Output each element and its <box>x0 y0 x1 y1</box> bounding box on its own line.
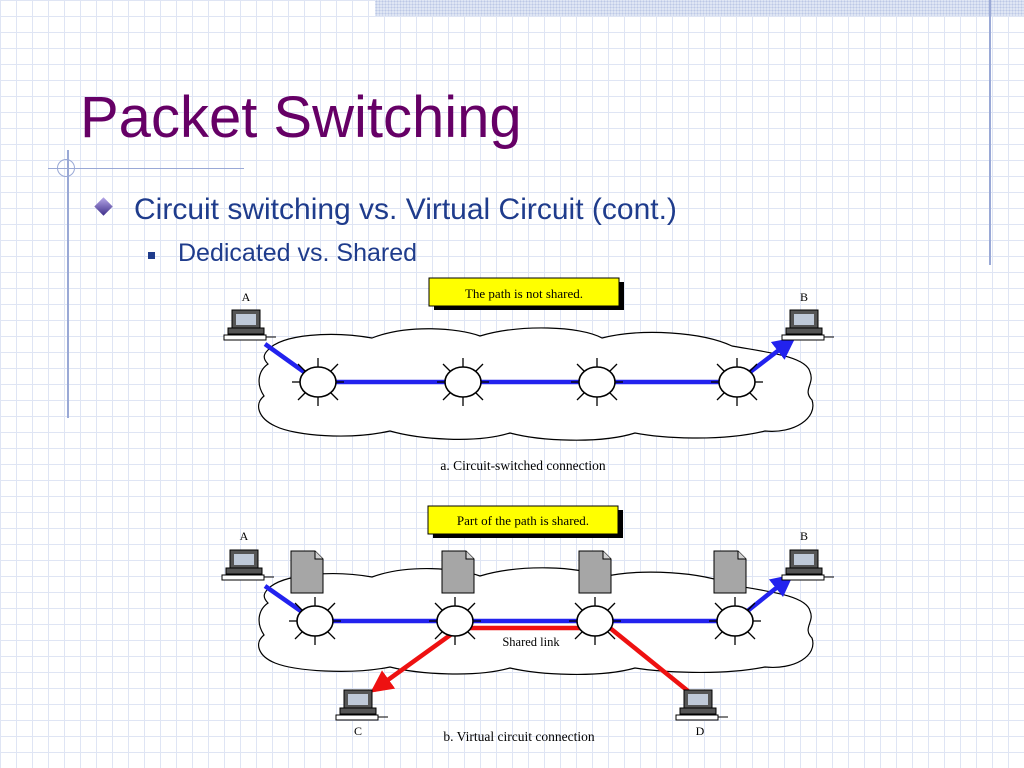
switch-b4 <box>708 596 762 646</box>
switch-b2 <box>428 596 482 646</box>
decor-vertical-line-right <box>989 0 991 265</box>
packet-icon-3 <box>578 550 612 594</box>
computer-a-icon <box>221 549 275 581</box>
switch-b3 <box>568 596 622 646</box>
square-bullet-icon <box>148 252 155 259</box>
title-underline <box>48 168 244 169</box>
node-label-d: D <box>696 724 705 738</box>
path-a-to-b <box>263 337 796 385</box>
computer-a-icon <box>223 309 277 341</box>
node-label-c: C <box>354 724 362 738</box>
panel-b: Part of the path is shared. Shared link … <box>221 505 835 744</box>
bullet-level-1-text: Circuit switching vs. Virtual Circuit (c… <box>134 193 677 226</box>
node-label-a: A <box>240 529 249 543</box>
header-band <box>375 0 1024 16</box>
shared-link-label: Shared link <box>502 635 560 649</box>
node-label-b: B <box>800 290 808 304</box>
switch-b1 <box>288 596 342 646</box>
caption-a: a. Circuit-switched connection <box>440 458 606 473</box>
path-d-to-c-virtual <box>370 625 690 693</box>
caption-b: b. Virtual circuit connection <box>443 729 594 744</box>
switch-a1 <box>291 357 345 407</box>
callout-a-text: The path is not shared. <box>465 286 583 301</box>
computer-b-icon <box>781 309 835 341</box>
diamond-bullet-icon <box>94 197 113 216</box>
packet-icon-4 <box>713 550 747 594</box>
callout-a: The path is not shared. <box>428 277 624 310</box>
packet-icon-2 <box>441 550 475 594</box>
callout-b: Part of the path is shared. <box>427 505 623 538</box>
switch-a4 <box>710 357 764 407</box>
switching-diagram: The path is not shared. A B a. Circuit-s… <box>221 277 835 744</box>
computer-d-icon <box>675 689 729 721</box>
slide-title: Packet Switching <box>80 85 522 150</box>
decor-vertical-line-left <box>67 150 69 418</box>
bullet-level-2-text: Dedicated vs. Shared <box>178 239 418 267</box>
path-a-to-b-virtual <box>263 574 794 624</box>
computer-c-icon <box>335 689 389 721</box>
node-label-a: A <box>242 290 251 304</box>
panel-a: The path is not shared. A B a. Circuit-s… <box>223 277 835 473</box>
callout-b-text: Part of the path is shared. <box>457 513 589 528</box>
switch-a3 <box>570 357 624 407</box>
decor-circle <box>57 159 75 177</box>
node-label-b: B <box>800 529 808 543</box>
switch-a2 <box>436 357 490 407</box>
computer-b-icon <box>781 549 835 581</box>
packet-icon-1 <box>290 550 324 594</box>
